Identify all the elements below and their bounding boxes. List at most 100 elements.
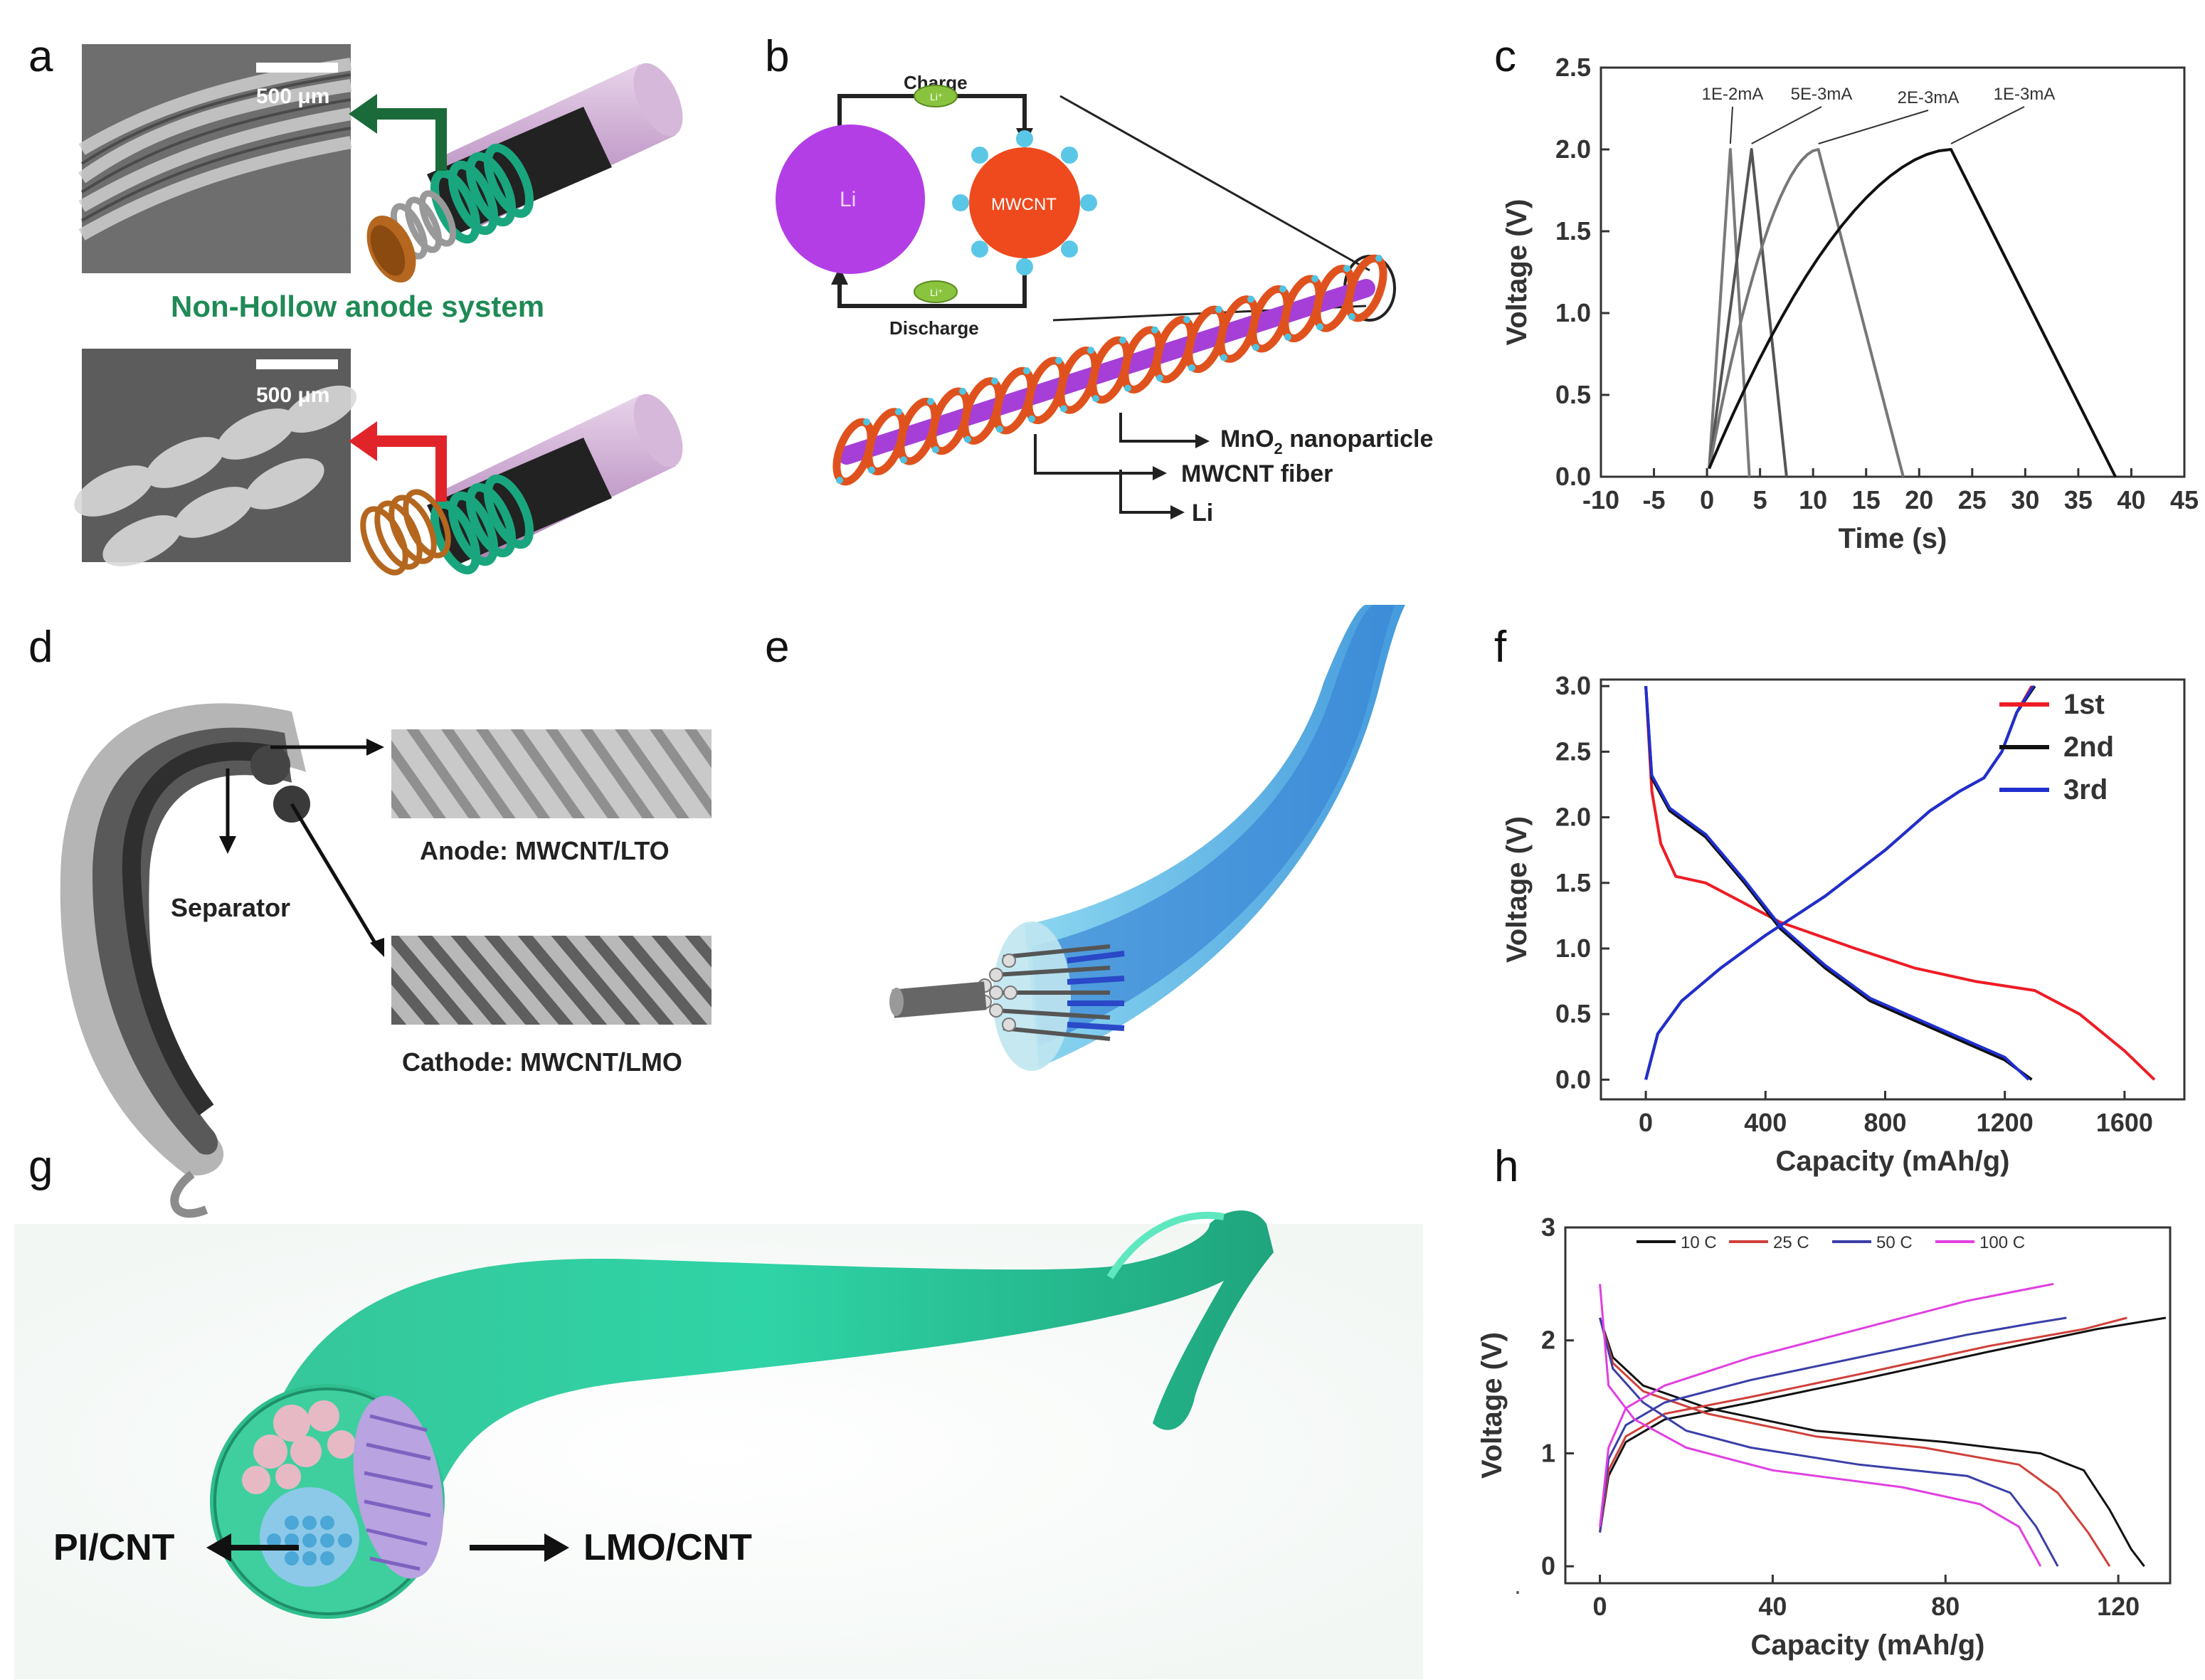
legend-label: 100 C — [1979, 1233, 2025, 1252]
legend-label: 2nd — [2063, 731, 2114, 763]
cathode-sem-image — [391, 936, 712, 1025]
panel-g-label: g — [28, 1142, 53, 1191]
series-discharge-50 C — [1599, 1317, 2059, 1567]
mwcnt-fiber-coil — [832, 254, 1387, 486]
x-tick-label: 120 — [2097, 1592, 2140, 1621]
li-sphere — [776, 125, 925, 274]
lmo-cnt-label: LMO/CNT — [583, 1527, 752, 1568]
y-tick-label: 3.0 — [1555, 671, 1591, 700]
series-line-1E-3mA — [1708, 148, 2117, 477]
mno2-dot — [1348, 313, 1355, 320]
mno2-dot — [1215, 305, 1222, 313]
panel-d-label: d — [28, 623, 53, 672]
series-charge-10 C — [1599, 1316, 2167, 1533]
series-discharge-25 C — [1599, 1317, 2111, 1568]
mno2-dot — [895, 408, 902, 416]
li-ion-bottom — [914, 280, 958, 303]
series-discharge-100 C — [1599, 1284, 2042, 1567]
series-charge-25 C — [1599, 1316, 2127, 1533]
mno2-dot — [1124, 384, 1131, 392]
series-charge-100 C — [1599, 1282, 2054, 1527]
panel-d: d Separator Anode: MWCNT/LTO Cathode: MW… — [28, 623, 712, 1218]
series-line-1E-2mA — [1708, 148, 1751, 477]
x-tick-label: -10 — [1582, 485, 1619, 514]
y-tick-label: 0 — [1541, 1551, 1555, 1580]
mno2-dot — [1055, 356, 1062, 364]
x-tick-label: 400 — [1744, 1108, 1787, 1137]
mwcnt-sphere: MWCNT — [952, 130, 1097, 275]
mno2-dot — [1220, 354, 1227, 361]
y-tick-label: 2.0 — [1555, 803, 1591, 832]
legend-label: 25 C — [1773, 1233, 1809, 1252]
li-ion-top — [914, 85, 958, 107]
mno2-dot — [1028, 415, 1035, 423]
x-tick-label: 35 — [2064, 485, 2093, 514]
legend-label: 3rd — [2063, 774, 2108, 805]
y-tick-label: 0.5 — [1555, 999, 1591, 1028]
sem-image-bottom: 500 μm — [74, 349, 357, 566]
green-arrow — [370, 108, 447, 171]
y-tick-label: 3 — [1541, 1213, 1555, 1242]
panel-e-label: e — [765, 623, 789, 672]
y-tick-label: 0.5 — [1555, 380, 1591, 409]
mno2-dot — [1311, 275, 1318, 282]
y-tick-label: 2.5 — [1555, 736, 1591, 766]
sem-image-top: 500 μm — [78, 44, 352, 273]
y-tick-label: 0.0 — [1555, 1064, 1591, 1094]
y-tick-label: 1.5 — [1555, 868, 1591, 897]
legend-label: 10 C — [1681, 1233, 1717, 1252]
x-tick-label: 5 — [1753, 485, 1767, 514]
annotation-arrow — [1818, 110, 1929, 144]
x-axis-label: Capacity (mAh/g) — [1751, 1629, 1985, 1661]
y-tick-label: 2.0 — [1555, 134, 1591, 164]
mwcnt-fiber-label: MWCNT fiber — [1181, 460, 1333, 487]
scale-bar-label-top: 500 μm — [256, 85, 329, 108]
mno2-label: MnO2 nanoparticle — [1220, 426, 1433, 458]
mno2-dot — [1279, 285, 1286, 293]
mno2-dot — [1247, 295, 1254, 303]
mno2-dot — [959, 387, 966, 395]
x-tick-label: 0 — [1593, 1592, 1607, 1621]
panel-b: b Charge Discharge Li⁺ Li⁺ Li MWCNT Li — [765, 32, 1433, 527]
coiled-fiber-drawing — [60, 703, 310, 1218]
scale-bar-label-bottom: 500 μm — [256, 384, 329, 407]
mno2-dot — [927, 398, 934, 406]
panel-e: e — [765, 605, 1405, 1071]
anode-label: Anode: MWCNT/LTO — [420, 836, 670, 865]
mno2-dot — [932, 445, 939, 453]
x-tick-label: 25 — [1958, 485, 1987, 514]
plot-frame — [1599, 678, 2186, 1101]
red-arrow — [370, 435, 447, 502]
annotation-label: 1E-2mA — [1702, 85, 1764, 104]
mno2-dot — [1375, 255, 1382, 262]
x-tick-label: 0 — [1700, 485, 1714, 514]
x-axis-label: Time (s) — [1839, 523, 1947, 554]
annotation-label: 1E-3mA — [1994, 85, 2056, 104]
series-discharge-1st — [1644, 686, 2156, 1081]
mno2-dot — [1092, 395, 1099, 402]
series-line-2E-3mA — [1708, 148, 1905, 477]
y-axis-label: Voltage (V) — [1501, 816, 1533, 963]
mno2-dot — [996, 426, 1003, 433]
x-tick-label: 15 — [1852, 485, 1881, 514]
series-discharge-10 C — [1599, 1317, 2145, 1568]
y-tick-label: 1.0 — [1555, 934, 1591, 963]
series-line-5E-3mA — [1708, 148, 1788, 477]
y-tick-label: 1.5 — [1555, 216, 1591, 245]
series-charge-50 C — [1599, 1316, 2067, 1533]
panel-c-label: c — [1494, 32, 1516, 81]
mno2-dot — [1151, 326, 1158, 334]
discharge-label: Discharge — [889, 317, 979, 339]
annotation-label: 2E-3mA — [1898, 88, 1960, 107]
legend-label: 1st — [2063, 689, 2105, 720]
mno2-dot — [868, 466, 875, 474]
x-tick-label: 10 — [1799, 485, 1827, 514]
x-tick-label: 40 — [2117, 485, 2145, 514]
mno2-dot — [991, 377, 998, 385]
panel-a: a 500 μm — [28, 32, 683, 576]
